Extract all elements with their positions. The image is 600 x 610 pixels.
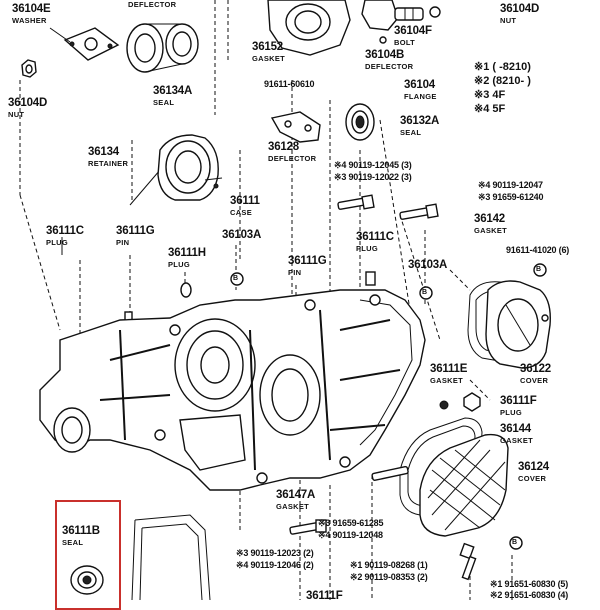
label-36111: 36111 CASE bbox=[230, 195, 260, 217]
label-deflector-top: DEFLECTOR bbox=[128, 0, 177, 9]
transmission-case-drawing bbox=[39, 289, 426, 491]
label-36104f: 36104F BOLT bbox=[394, 25, 432, 47]
label-91611-60610: 91611-60610 bbox=[264, 79, 315, 89]
bolt-callout: ※3 91659-61240 bbox=[478, 192, 544, 202]
label-36111c-left: 36111C PLUG bbox=[46, 225, 84, 247]
badge-b: B bbox=[233, 275, 238, 282]
label-36142: 36142 GASKET bbox=[474, 213, 508, 235]
bolt-callout: ※2 90119-08353 (2) bbox=[350, 572, 428, 582]
seal-36111b-drawing bbox=[70, 565, 104, 595]
cover-36122-drawing bbox=[485, 280, 551, 369]
badge-b: B bbox=[512, 539, 517, 546]
label-36111e: 36111E GASKET bbox=[430, 363, 468, 385]
bolt-callout: ※4 90119-12046 (2) bbox=[236, 560, 314, 570]
label-36103a-right: 36103A bbox=[408, 259, 448, 271]
gasket-36147a-drawing bbox=[131, 514, 211, 600]
footnote: ※3 4F bbox=[474, 89, 506, 101]
badge-b: B bbox=[422, 289, 427, 296]
label-36111h: 36111H PLUG bbox=[168, 247, 206, 269]
case-bolts-bottom bbox=[289, 465, 477, 581]
label-36104d-left: 36104D NUT bbox=[8, 97, 48, 119]
plug-36111f-drawing bbox=[439, 392, 481, 412]
label-36147a: 36147A GASKET bbox=[276, 489, 316, 511]
bolt-callout: ※3 90119-12023 (2) bbox=[236, 548, 314, 558]
label-36122: 36122 COVER bbox=[520, 363, 551, 385]
cover-36124-drawing bbox=[419, 433, 509, 537]
label-36104e: 36104E WASHER bbox=[12, 3, 51, 25]
deflector-36128-drawing bbox=[270, 111, 321, 143]
footnote: ※4 5F bbox=[474, 103, 506, 115]
bolt-callout: ※4 90119-12047 bbox=[478, 180, 543, 190]
case-bolts-top bbox=[337, 194, 439, 220]
rear-housing-group bbox=[267, 0, 441, 56]
label-36124: 36124 COVER bbox=[518, 461, 549, 483]
bolt-callout: ※1 91651-60830 (5) bbox=[490, 579, 568, 589]
label-36128: 36128 DEFLECTOR bbox=[268, 141, 317, 163]
footnote: ※1 ( -8210) bbox=[474, 61, 531, 73]
label-36111g-left: 36111G PIN bbox=[116, 225, 155, 247]
label-36104d-right: 36104D NUT bbox=[500, 3, 540, 25]
label-36144: 36144 GASKET bbox=[500, 423, 534, 445]
footnote: ※2 (8210- ) bbox=[474, 75, 531, 87]
bolt-callout: ※3 90119-12022 (3) bbox=[334, 172, 412, 182]
highlight-box bbox=[55, 500, 121, 610]
bolt-callout: ※4 90119-12045 (3) bbox=[334, 160, 412, 170]
label-36111g-mid: 36111G PIN bbox=[288, 255, 327, 277]
bolt-callout: ※1 90119-08268 (1) bbox=[350, 560, 428, 570]
retainer-36134-drawing bbox=[157, 134, 223, 201]
bolt-callout: ※4 90119-12048 bbox=[318, 530, 383, 540]
label-36111f-bottom: 36111F bbox=[306, 590, 343, 602]
bolt-callout: ※2 91651-60830 (4) bbox=[490, 590, 568, 600]
label-36132a: 36132A SEAL bbox=[400, 115, 440, 137]
badge-b: B bbox=[536, 266, 541, 273]
label-36111b: 36111B SEAL bbox=[62, 525, 100, 547]
seal-36132a-drawing bbox=[345, 103, 375, 141]
drive-flange-group-left bbox=[21, 23, 199, 78]
bolt-callout: ※3 91659-61285 bbox=[318, 518, 384, 528]
label-91611-41020: 91611-41020 (6) bbox=[506, 245, 570, 255]
plugs-and-pins bbox=[59, 263, 547, 550]
label-36104: 36104 FLANGE bbox=[404, 79, 437, 101]
label-36111c-right: 36111C PLUG bbox=[356, 231, 394, 253]
label-36103a-left: 36103A bbox=[222, 229, 262, 241]
label-36134a: 36134A SEAL bbox=[153, 85, 193, 107]
label-36152: 36152 GASKET bbox=[252, 41, 286, 63]
label-36134: 36134 RETAINER bbox=[88, 146, 129, 168]
label-36104b: 36104B DEFLECTOR bbox=[365, 49, 414, 71]
label-36111f: 36111F PLUG bbox=[500, 395, 537, 417]
